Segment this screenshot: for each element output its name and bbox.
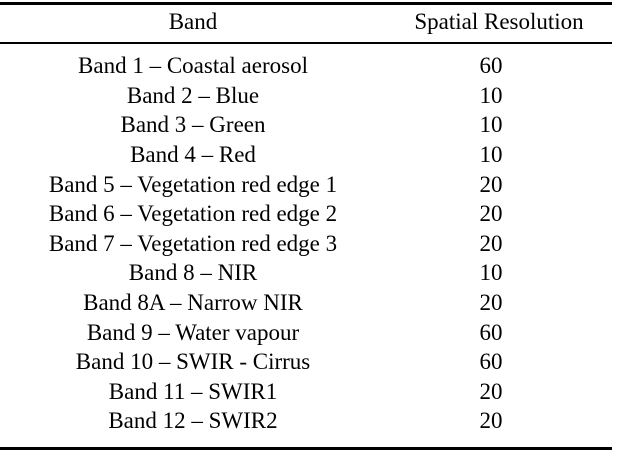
cell-spatial-resolution: 10	[479, 112, 503, 138]
cell-band-name: Band 1 – Coastal aerosol	[78, 53, 308, 79]
cell-spatial-resolution: 20	[479, 201, 503, 227]
cell-band-name: Band 8 – NIR	[128, 260, 258, 286]
cell-band-name: Band 2 – Blue	[126, 82, 260, 108]
table-top-rule	[0, 2, 612, 5]
table-row: Band 9 – Water vapour 60	[0, 317, 612, 347]
cell-band-name: Band 12 – SWIR2	[108, 408, 278, 434]
table-row: Band 3 – Green 10	[0, 110, 612, 140]
table-bottom-rule	[0, 447, 612, 450]
table-row: Band 8 – NIR 10	[0, 258, 612, 288]
sentinel-band-table: Band Spatial Resolution Band 1 – Coastal…	[0, 0, 612, 436]
cell-spatial-resolution: 20	[479, 290, 503, 316]
cell-spatial-resolution: 20	[479, 171, 503, 197]
cell-spatial-resolution: 60	[479, 349, 503, 375]
cell-spatial-resolution: 60	[479, 319, 503, 345]
table-row: Band 11 – SWIR1 20	[0, 377, 612, 407]
cell-band-name: Band 8A – Narrow NIR	[83, 290, 303, 316]
table-row: Band 6 – Vegetation red edge 2 20	[0, 199, 612, 229]
cell-band-name: Band 6 – Vegetation red edge 2	[48, 201, 338, 227]
table-row: Band 1 – Coastal aerosol 60	[0, 42, 612, 81]
cell-band-name: Band 11 – SWIR1	[108, 378, 278, 404]
cell-band-name: Band 9 – Water vapour	[86, 319, 300, 345]
table-row: Band 5 – Vegetation red edge 1 20	[0, 169, 612, 199]
table-body: Band 1 – Coastal aerosol 60 Band 2 – Blu…	[0, 42, 612, 436]
cell-spatial-resolution: 10	[479, 260, 503, 286]
table-row: Band 8A – Narrow NIR 20	[0, 288, 612, 318]
cell-band-name: Band 4 – Red	[130, 142, 256, 168]
cell-spatial-resolution: 20	[479, 378, 503, 404]
table-row: Band 7 – Vegetation red edge 3 20	[0, 229, 612, 259]
cell-spatial-resolution: 10	[479, 82, 503, 108]
cell-spatial-resolution: 20	[479, 408, 503, 434]
table-header-row: Band Spatial Resolution	[0, 0, 612, 42]
cell-band-name: Band 10 – SWIR - Cirrus	[75, 349, 311, 375]
cell-spatial-resolution: 20	[479, 230, 503, 256]
column-header-spatial-resolution: Spatial Resolution	[414, 8, 584, 34]
cell-spatial-resolution: 10	[479, 142, 503, 168]
cell-band-name: Band 3 – Green	[120, 112, 266, 138]
table-row: Band 2 – Blue 10	[0, 81, 612, 111]
cell-spatial-resolution: 60	[479, 53, 503, 79]
cell-band-name: Band 5 – Vegetation red edge 1	[48, 171, 338, 197]
table-header-rule	[0, 42, 612, 44]
table-row: Band 4 – Red 10	[0, 140, 612, 170]
table-header: Band Spatial Resolution	[0, 0, 612, 42]
column-header-band: Band	[168, 8, 218, 34]
table-row: Band 12 – SWIR2 20	[0, 406, 612, 436]
cell-band-name: Band 7 – Vegetation red edge 3	[48, 230, 338, 256]
table-row: Band 10 – SWIR - Cirrus 60	[0, 347, 612, 377]
